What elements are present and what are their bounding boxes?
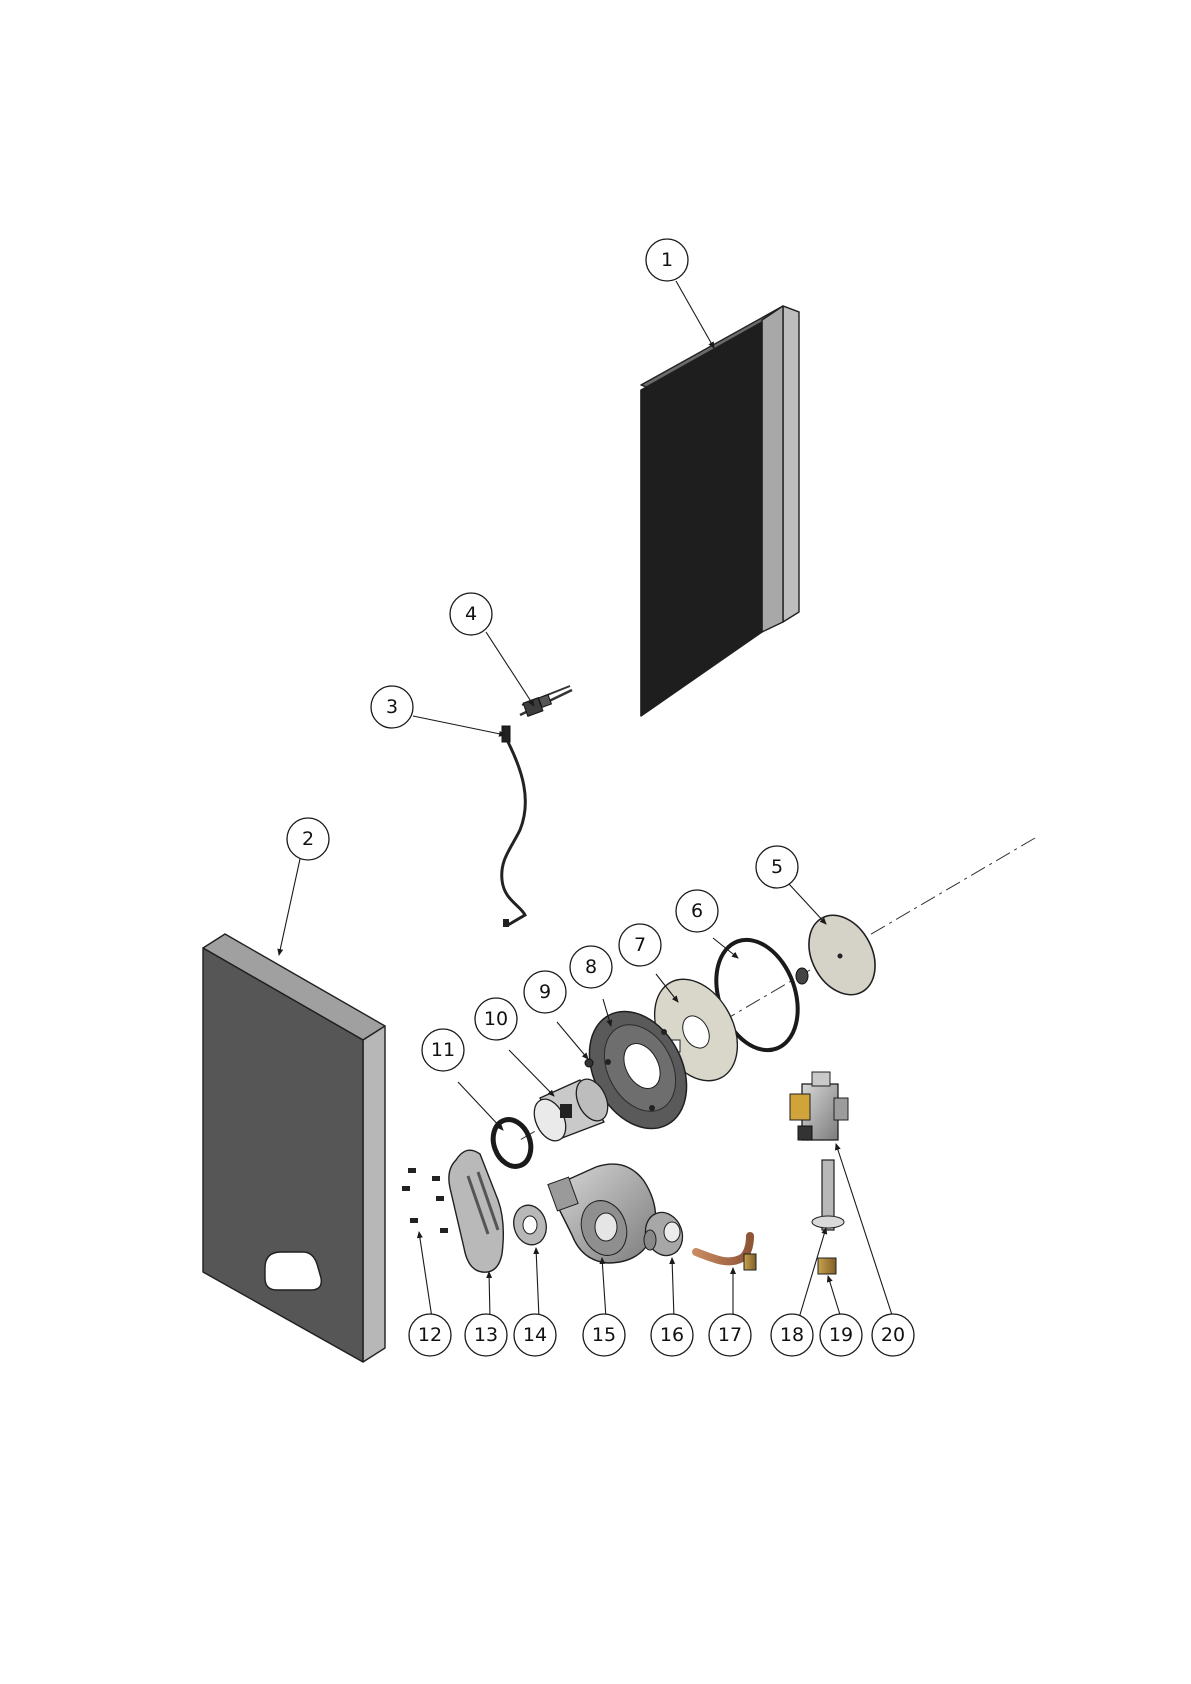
callout-18-label: 18 [780,1324,804,1346]
callout-7: 7 [619,924,661,966]
callout-11: 11 [422,1029,464,1071]
callout-17-label: 17 [718,1324,742,1346]
callout-12: 12 [409,1314,451,1356]
part-17-gas-pipe [696,1236,756,1270]
part-19-fitting [818,1258,836,1274]
callout-10: 10 [475,998,517,1040]
callout-8-label: 8 [585,956,597,978]
callout-6: 6 [676,890,718,932]
callout-15: 15 [583,1314,625,1356]
callout-20: 20 [872,1314,914,1356]
part-12-screws [402,1168,448,1233]
callout-19-label: 19 [829,1324,853,1346]
callout-6-label: 6 [691,900,703,922]
callout-16-label: 16 [660,1324,684,1346]
callout-13-label: 13 [474,1324,498,1346]
callout-18: 18 [771,1314,813,1356]
callout-3: 3 [371,686,413,728]
callout-11-label: 11 [431,1039,455,1061]
callout-12-label: 12 [418,1324,442,1346]
part-11-gasket [487,1114,537,1171]
callout-17: 17 [709,1314,751,1356]
callout-4-label: 4 [465,603,477,625]
callout-5: 5 [756,846,798,888]
part-2-front-casing [203,934,385,1362]
part-1-insulation-panel [641,306,799,716]
part-3-ignition-cable [502,726,526,927]
part-9-screw [585,1059,593,1067]
callout-2-label: 2 [302,828,314,850]
callout-9: 9 [524,971,566,1013]
callout-14: 14 [514,1314,556,1356]
callout-3-label: 3 [386,696,398,718]
callout-10-label: 10 [484,1008,508,1030]
callout-13: 13 [465,1314,507,1356]
callout-20-label: 20 [881,1324,905,1346]
callout-8: 8 [570,946,612,988]
callout-1: 1 [646,239,688,281]
part-14-washer [509,1202,550,1249]
callout-9-label: 9 [539,981,551,1003]
callout-2: 2 [287,818,329,860]
callout-15-label: 15 [592,1324,616,1346]
callout-1-label: 1 [661,249,673,271]
part-5-cover-disc [796,904,888,1006]
callout-14-label: 14 [523,1324,547,1346]
callout-16: 16 [651,1314,693,1356]
part-15-fan [548,1164,656,1263]
part-18-valve-pipe [812,1160,844,1230]
callout-19: 19 [820,1314,862,1356]
callout-4: 4 [450,593,492,635]
part-20-gas-valve [790,1072,848,1140]
part-4-electrode [520,686,572,716]
callout-7-label: 7 [634,934,646,956]
callout-5-label: 5 [771,856,783,878]
part-13-mixer-cover [449,1150,503,1272]
